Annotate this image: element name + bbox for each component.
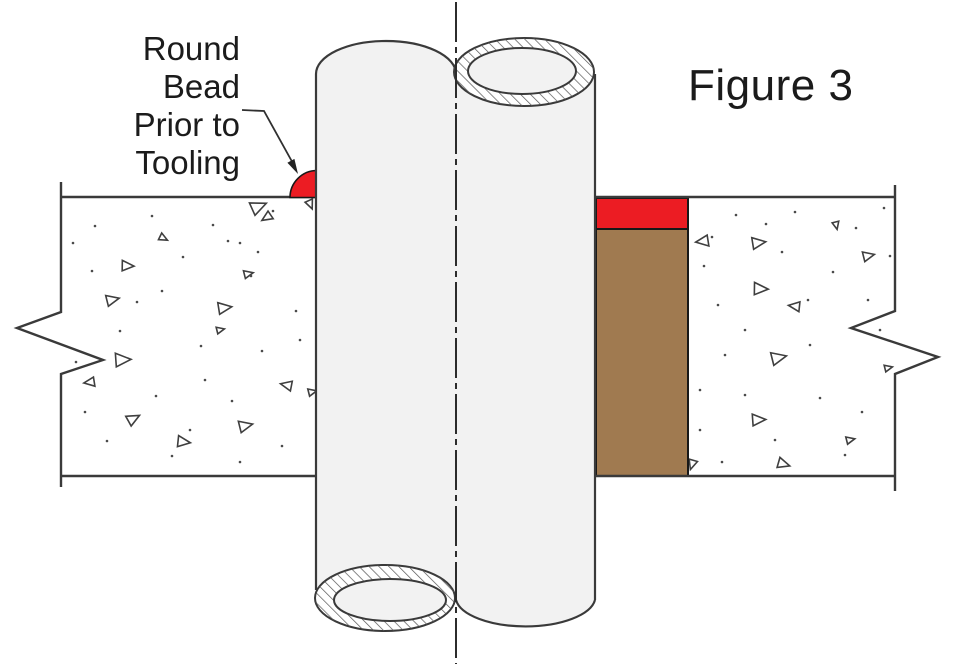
pipe-front (314, 39, 458, 600)
concrete-right-aggregate (685, 206, 892, 473)
figure-caption: Figure 3 (688, 61, 854, 110)
leader-line (241, 109, 298, 174)
pipe-rear-body (456, 72, 595, 627)
bead-label: Round Bead Prior to Tooling (20, 30, 240, 182)
backer-material (595, 228, 689, 477)
pipe-rear-top-ring (453, 37, 595, 107)
sealant-bead (289, 169, 318, 199)
bead-label-line: Prior to (133, 106, 240, 143)
concrete-left (13, 182, 317, 487)
concrete-right-break-edge (847, 185, 942, 491)
concrete-right (595, 185, 942, 491)
pipe-rear-outline (454, 74, 597, 628)
bead-label-line: Round (142, 30, 240, 67)
leader-arrowhead-icon (287, 158, 298, 174)
bead-label-line: Tooling (135, 144, 240, 181)
ring-inner-top (467, 47, 577, 95)
pipe-rear (454, 72, 597, 628)
leader-path (241, 109, 296, 168)
concrete-left-aggregate (71, 199, 317, 464)
ring-inner-bottom (333, 578, 447, 622)
pipe-front-outline (314, 39, 458, 590)
concrete-left-break-edge (13, 182, 107, 487)
sealant-band (595, 197, 689, 230)
bead-label-line: Bead (162, 68, 240, 105)
pipe-front-body (316, 41, 456, 600)
pipe-front-bottom-ring (314, 564, 456, 632)
